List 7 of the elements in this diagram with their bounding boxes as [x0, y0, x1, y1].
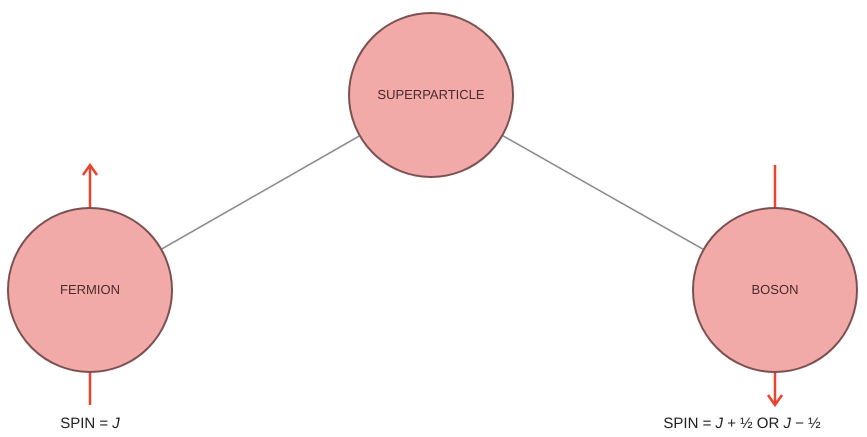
- connector-line: [502, 135, 704, 250]
- spin-label: SPIN = J + ½ OR J − ½: [663, 414, 821, 434]
- node-label: FERMION: [60, 281, 120, 300]
- node-label: BOSON: [752, 281, 798, 300]
- connector-line: [162, 136, 360, 250]
- node-label: SUPERPARTICLE: [377, 86, 485, 104]
- spin-label: SPIN = J: [60, 414, 120, 434]
